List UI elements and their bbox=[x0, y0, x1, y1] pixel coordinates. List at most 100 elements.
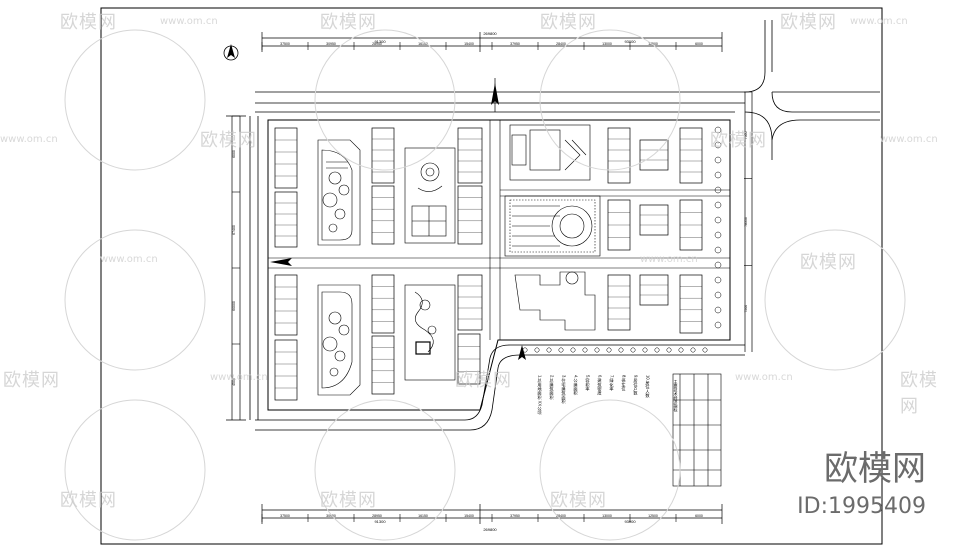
dim-segment-label: 15400 bbox=[464, 42, 474, 46]
dim-segment-label: 78350 bbox=[744, 217, 748, 227]
dim-segment-label: 28400 bbox=[556, 42, 566, 46]
tree-icon bbox=[654, 347, 660, 353]
tree-icon bbox=[606, 347, 612, 353]
west-courtyard-south bbox=[317, 284, 361, 396]
residential-building bbox=[274, 274, 298, 336]
residential-building bbox=[607, 274, 631, 331]
dim-segment-label: 37500 bbox=[280, 514, 290, 518]
residential-building bbox=[639, 204, 669, 236]
tree-icon bbox=[714, 306, 722, 314]
tree-icon bbox=[714, 156, 722, 164]
street-trees bbox=[522, 126, 722, 353]
residential-building bbox=[371, 185, 395, 245]
tree-icon bbox=[714, 291, 722, 299]
tree-icon bbox=[714, 261, 722, 269]
tree-icon bbox=[714, 171, 722, 179]
dim-segment-label: 30950 bbox=[326, 514, 336, 518]
tree-icon bbox=[714, 321, 722, 329]
tree-icon bbox=[714, 126, 722, 134]
dim-segment-label: 37950 bbox=[510, 42, 520, 46]
note-item: 6.建筑密度 bbox=[597, 375, 603, 397]
tree-icon bbox=[714, 276, 722, 284]
image-id: ID:1995409 bbox=[797, 494, 926, 519]
central-garden-north bbox=[404, 147, 456, 244]
tree-icon bbox=[702, 347, 708, 353]
tree-icon bbox=[714, 141, 722, 149]
tree-icon bbox=[714, 216, 722, 224]
tree-icon bbox=[546, 347, 552, 353]
residential-building bbox=[639, 274, 669, 306]
dim-segment-label: 60000 bbox=[232, 301, 236, 311]
clubhouse bbox=[514, 271, 596, 331]
residential-building bbox=[371, 274, 395, 334]
dim-segment-label: 16150 bbox=[418, 42, 428, 46]
dim-segment-label: 16150 bbox=[418, 514, 428, 518]
tree-icon bbox=[582, 347, 588, 353]
tree-icon bbox=[714, 246, 722, 254]
south-entrance-marker bbox=[518, 345, 526, 360]
residential-buildings bbox=[274, 127, 703, 401]
dim-segment-label: 4500 bbox=[232, 378, 236, 386]
residential-building bbox=[679, 274, 703, 334]
dim-segment-label: 6000 bbox=[695, 514, 703, 518]
central-plaza bbox=[504, 195, 601, 257]
note-item: 4.公建面积 bbox=[573, 375, 579, 397]
note-item: 8.停车位 bbox=[622, 375, 627, 392]
tree-icon bbox=[570, 347, 576, 353]
residential-building bbox=[274, 339, 298, 401]
tree-icon bbox=[642, 347, 648, 353]
drawing-frame bbox=[100, 7, 883, 545]
road-south bbox=[255, 344, 745, 431]
tree-icon bbox=[714, 186, 722, 194]
dim-segment-label: 12500 bbox=[648, 42, 658, 46]
bottom-right-dim: 93000 bbox=[624, 519, 636, 524]
central-garden-south bbox=[404, 284, 456, 381]
note-item: 10.居住人数 bbox=[645, 375, 651, 399]
tree-icon bbox=[594, 347, 600, 353]
note-item: 3.住宅建筑面积 bbox=[561, 375, 567, 405]
dim-segment-label: 12500 bbox=[648, 514, 658, 518]
note-item: 2.总建筑面积 bbox=[549, 375, 555, 401]
dim-segment-label: 13000 bbox=[602, 514, 612, 518]
dim-segment-label: 6000 bbox=[232, 150, 236, 158]
note-item: 9.居住户数 bbox=[633, 375, 639, 397]
tree-icon bbox=[558, 347, 564, 353]
dim-segment-label: 37950 bbox=[510, 514, 520, 518]
dim-segment-label: 6000 bbox=[695, 42, 703, 46]
residential-building bbox=[457, 185, 483, 245]
dim-segment-label: 30950 bbox=[326, 42, 336, 46]
note-item: 5.容积率 bbox=[586, 375, 591, 393]
dim-segment-label: 15400 bbox=[464, 514, 474, 518]
top-right-dim: 93000 bbox=[624, 39, 636, 44]
tree-icon bbox=[534, 347, 540, 353]
road-west bbox=[249, 116, 259, 420]
top-left-dim: 91300 bbox=[374, 39, 386, 44]
bottom-total-dim: 269800 bbox=[483, 527, 497, 532]
residential-building bbox=[371, 335, 395, 395]
tree-icon bbox=[678, 347, 684, 353]
residential-building bbox=[371, 127, 395, 184]
tree-icon bbox=[630, 347, 636, 353]
tree-icon bbox=[714, 231, 722, 239]
tree-icon bbox=[690, 347, 696, 353]
west-entrance-marker bbox=[270, 258, 292, 266]
main-road-north bbox=[255, 20, 880, 160]
dim-segment-label: 7500 bbox=[744, 131, 748, 139]
right-dimension-line bbox=[744, 92, 753, 352]
dim-segment-label: 37500 bbox=[280, 42, 290, 46]
note-item: 7.绿化率 bbox=[609, 375, 615, 393]
table-title: 主要技术经济指标 bbox=[674, 379, 679, 413]
dim-segment-label: 7500 bbox=[744, 305, 748, 313]
residential-building bbox=[679, 127, 703, 184]
note-item: 1.总用地面积 XX公顷 bbox=[537, 375, 543, 416]
dim-segment-label: 28400 bbox=[556, 514, 566, 518]
top-total-dim: 269800 bbox=[483, 31, 497, 36]
tree-icon bbox=[666, 347, 672, 353]
dim-segment-label: 28950 bbox=[372, 42, 382, 46]
residential-building bbox=[457, 274, 483, 331]
tree-icon bbox=[714, 201, 722, 209]
north-arrow-icon bbox=[223, 44, 239, 61]
residential-building bbox=[274, 191, 298, 248]
